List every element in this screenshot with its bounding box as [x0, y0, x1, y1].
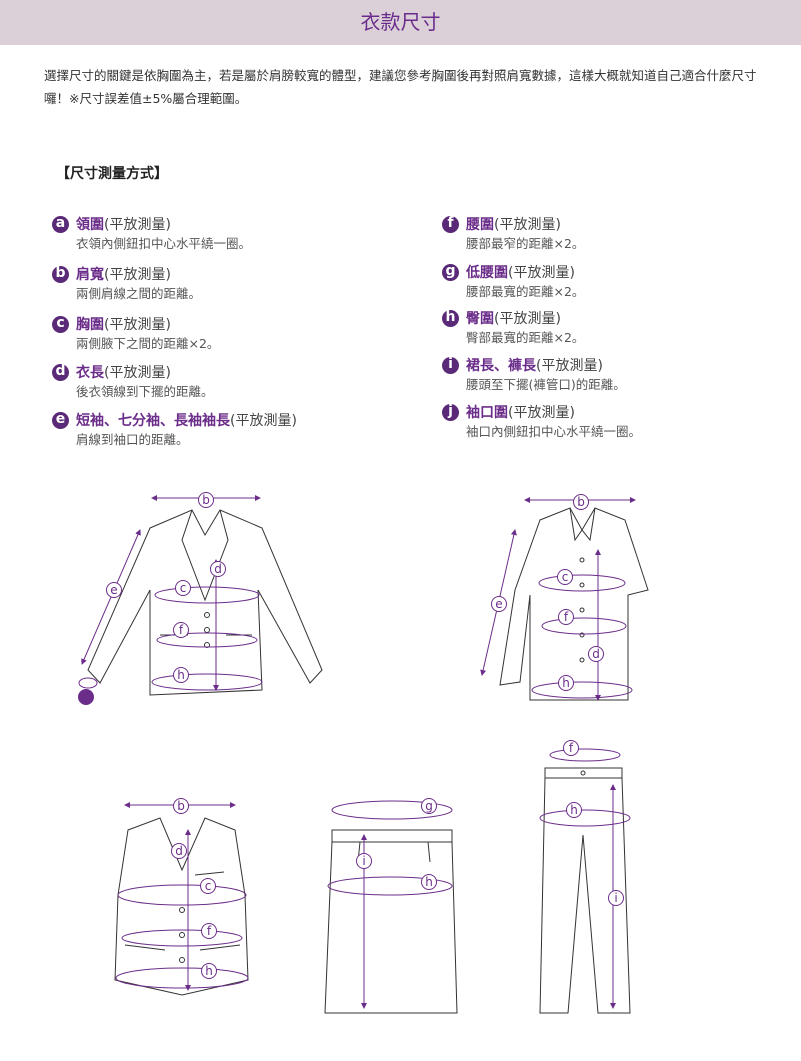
letter-badge-icon: d: [52, 364, 69, 381]
marker-b: b: [173, 798, 189, 814]
measure-method: (平放測量): [104, 365, 171, 381]
letter-badge-icon: g: [442, 264, 459, 281]
marker-e: e: [491, 596, 507, 612]
diagram-markers: b c d e f h j b c e f d h b d c f h g i h f h i: [78, 492, 624, 979]
shirt-diagram: [499, 507, 649, 701]
measure-desc: 兩側腋下之間的距離×2。: [76, 336, 220, 351]
measure-desc: 後衣領線到下擺的距離。: [76, 384, 214, 399]
marker-d: d: [210, 561, 226, 577]
measure-desc: 腰部最寬的距離×2。: [466, 284, 585, 299]
svg-text:e: e: [495, 597, 502, 611]
letter-badge-icon: c: [52, 316, 69, 333]
letter-badge-icon: e: [52, 412, 69, 429]
measure-name: 肩寬: [76, 267, 104, 283]
measure-method: (平放測量): [536, 358, 603, 374]
measure-method: (平放測量): [104, 217, 171, 233]
measure-method: (平放測量): [230, 413, 297, 429]
letter-badge-icon: j: [442, 404, 459, 421]
page-title: 衣款尺寸: [360, 10, 441, 34]
measurement-lines: [78, 495, 636, 1009]
marker-h: h: [558, 675, 574, 691]
marker-c: c: [200, 878, 216, 894]
svg-text:c: c: [562, 570, 569, 584]
measure-name: 低腰圍: [466, 265, 508, 281]
measure-name: 衣長: [76, 365, 104, 381]
measure-desc: 肩線到袖口的距離。: [76, 432, 189, 447]
marker-f: f: [563, 740, 579, 756]
svg-text:b: b: [202, 493, 210, 507]
marker-i: i: [608, 890, 624, 906]
svg-text:g: g: [425, 799, 433, 813]
svg-text:f: f: [569, 741, 574, 755]
svg-text:f: f: [564, 610, 569, 624]
svg-text:d: d: [175, 844, 183, 858]
svg-text:h: h: [570, 803, 578, 817]
svg-text:h: h: [562, 676, 570, 690]
marker-e: e: [106, 582, 122, 598]
svg-text:e: e: [110, 583, 117, 597]
measure-desc: 袖口內側鈕扣中心水平繞一圈。: [466, 424, 642, 439]
measure-name: 裙長、褲長: [466, 358, 536, 374]
marker-g: g: [421, 798, 437, 814]
marker-h: h: [201, 963, 217, 979]
svg-text:c: c: [180, 581, 187, 595]
measure-method: (平放測量): [508, 265, 575, 281]
letter-badge-icon: h: [442, 310, 459, 327]
measure-name: 胸圍: [76, 317, 104, 333]
svg-text:d: d: [214, 562, 222, 576]
marker-c: c: [175, 580, 191, 596]
measure-method: (平放測量): [508, 405, 575, 421]
svg-text:h: h: [205, 964, 213, 978]
measure-desc: 臀部最寬的距離×2。: [466, 330, 585, 345]
measure-name: 腰圍: [466, 217, 494, 233]
marker-d: d: [171, 843, 187, 859]
svg-text:f: f: [207, 924, 212, 938]
measure-method: (平放測量): [494, 217, 561, 233]
marker-f: f: [558, 609, 574, 625]
marker-c: c: [557, 569, 573, 585]
svg-text:h: h: [425, 875, 433, 889]
svg-text:i: i: [614, 891, 617, 905]
measure-name: 袖口圍: [466, 405, 508, 421]
header: 衣款尺寸: [0, 0, 801, 45]
svg-text:i: i: [362, 854, 365, 868]
measure-desc: 衣領內側鈕扣中心水平繞一圈。: [76, 236, 252, 251]
svg-text:b: b: [177, 799, 185, 813]
letter-badge-icon: a: [52, 216, 69, 233]
letter-badge-icon: b: [52, 266, 69, 283]
section-title: 【尺寸測量方式】: [56, 166, 168, 182]
measure-name: 短袖、七分袖、長袖袖長: [76, 413, 230, 429]
marker-b: b: [573, 494, 589, 510]
skirt-diagram: [324, 829, 458, 1014]
measure-desc: 腰頭至下擺(褲管口)的距離。: [466, 377, 626, 392]
marker-h: h: [173, 667, 189, 683]
measure-name: 臀圍: [466, 311, 494, 327]
svg-text:j: j: [83, 690, 87, 704]
marker-h: h: [566, 802, 582, 818]
marker-h: h: [421, 874, 437, 890]
letter-badge-icon: i: [442, 357, 459, 374]
marker-f: f: [201, 923, 217, 939]
svg-text:d: d: [592, 647, 600, 661]
measure-method: (平放測量): [494, 311, 561, 327]
marker-b: b: [198, 492, 214, 508]
letter-badge-icon: f: [442, 216, 459, 233]
svg-text:b: b: [577, 495, 585, 509]
intro-text: 選擇尺寸的關鍵是依胸圍為主，若是屬於肩膀較寬的體型，建議您參考胸圍後再對照肩寬數…: [44, 68, 757, 106]
svg-text:f: f: [179, 623, 184, 637]
measure-method: (平放測量): [104, 317, 171, 333]
svg-text:c: c: [205, 879, 212, 893]
marker-i: i: [356, 853, 372, 869]
marker-j: j: [78, 689, 94, 705]
svg-text:h: h: [177, 668, 185, 682]
measure-desc: 腰部最窄的距離×2。: [466, 236, 585, 251]
measure-method: (平放測量): [104, 267, 171, 283]
marker-f: f: [173, 622, 189, 638]
pants-diagram: [539, 767, 631, 1014]
measure-name: 領圍: [76, 217, 104, 233]
measure-desc: 兩側肩線之間的距離。: [76, 286, 202, 301]
marker-d: d: [588, 646, 604, 662]
